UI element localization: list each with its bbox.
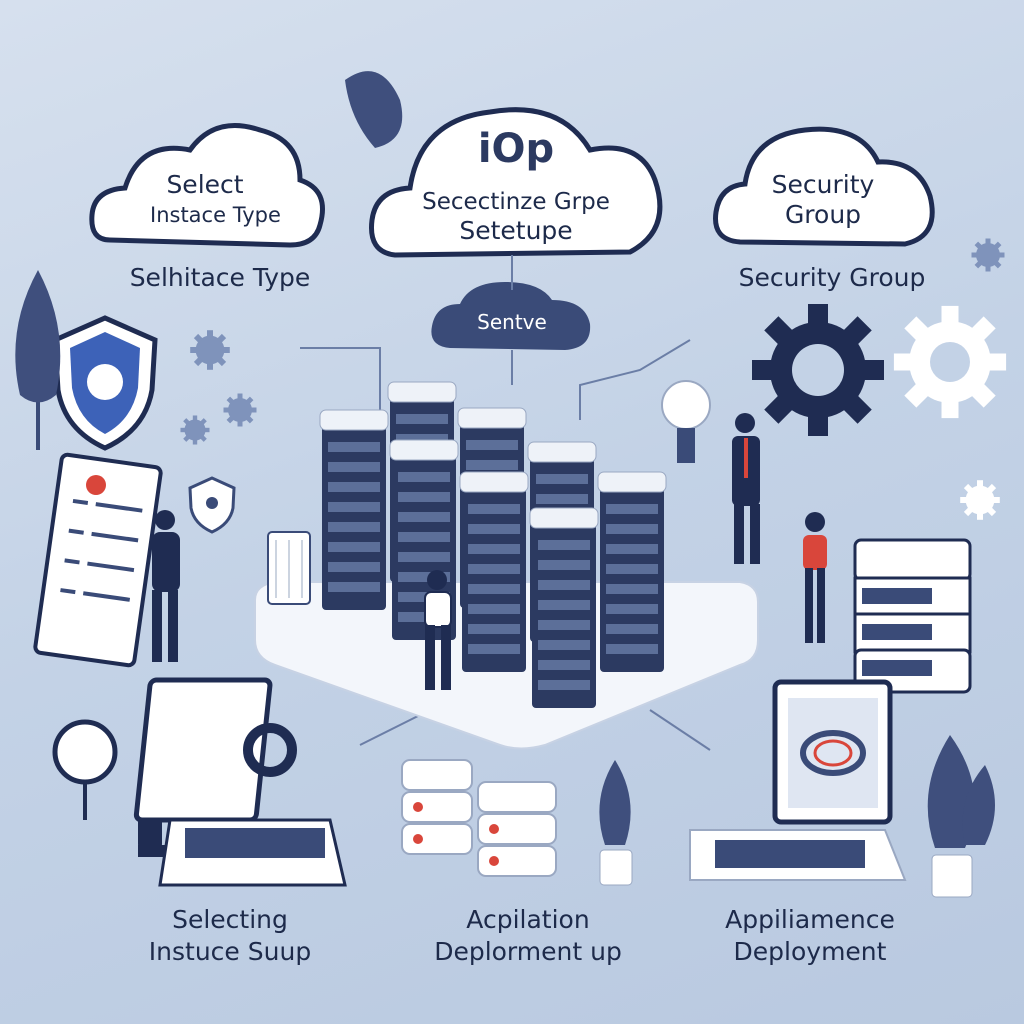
database-icon: [401, 759, 557, 877]
cloud-center-label: Secectinze Grpe Setetupe: [400, 190, 632, 244]
caption-left: Selecting Instuce Suup: [110, 905, 350, 967]
plant-icon: [15, 270, 61, 450]
cloud-center-line2: Setetupe: [459, 216, 573, 246]
laptop-screen-icon: [689, 679, 907, 881]
trash-bin-icon: [267, 531, 311, 605]
cloud-center-line1: Secectinze Grpe: [422, 189, 610, 215]
caption-left-line2: Instuce Suup: [148, 937, 312, 967]
cloud-left-line2: Instace Type: [150, 203, 281, 228]
cloud-left: [89, 123, 325, 248]
cloud-right-line2: Group: [784, 200, 862, 230]
cloud-center: [368, 107, 663, 258]
right-mid-label: Security Group: [738, 263, 926, 292]
shield-icon: [52, 315, 158, 451]
caption-center-line2: Deplorment up: [434, 937, 622, 967]
cloud-right-line1: Security: [771, 170, 875, 199]
lock-icon: [188, 476, 236, 534]
lightbulb-icon: [661, 380, 711, 463]
caption-center-line1: Acpilation: [466, 905, 590, 934]
gear-icon: [180, 238, 1007, 520]
connector-lines: [300, 255, 711, 751]
cloud-service: [431, 282, 591, 350]
cloud-left-line1: Select: [166, 170, 244, 199]
cloud-left-label: Select Instace Type: [150, 170, 281, 228]
caption-left-line1: Selecting: [172, 905, 288, 934]
potted-plant-icon: [599, 735, 995, 898]
person-icon: [138, 413, 827, 857]
caption-right-line2: Deployment: [733, 937, 887, 967]
left-mid-label: Selhitace Type: [129, 263, 311, 292]
laptop-icon: [133, 677, 347, 887]
leaf-icon: [345, 71, 403, 148]
caption-right: Appiliamence Deployment: [690, 905, 930, 967]
cloud-center-badge: iOp: [477, 126, 555, 172]
server-stack-icon: [853, 538, 972, 694]
cloud-right: [713, 126, 935, 247]
service-cloud-label: Sentve: [477, 310, 547, 334]
pin-icon: [52, 719, 118, 820]
caption-right-line1: Appiliamence: [725, 905, 895, 934]
clipboard-icon: [33, 452, 163, 668]
cloud-right-label: Security Group: [760, 170, 886, 230]
caption-center: Acpilation Deplorment up: [398, 905, 658, 967]
